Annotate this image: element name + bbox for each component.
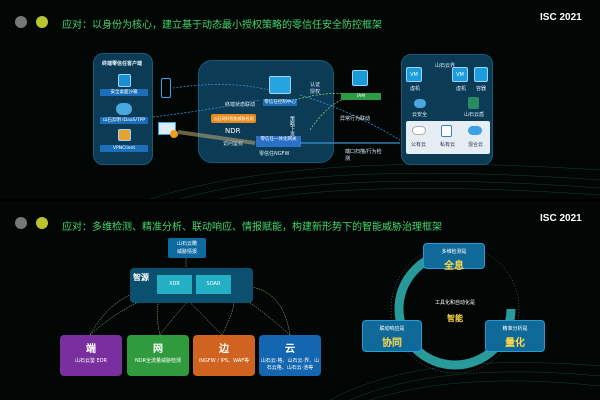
- container-label: 容器: [476, 86, 487, 92]
- hybrid-cloud-icon: [468, 126, 482, 135]
- vm1-label: 虚机: [410, 86, 421, 92]
- ngfw-label: 零信任NGFW: [259, 151, 290, 157]
- client-panel-title: 终端零信任客户端: [102, 61, 143, 67]
- intel-line: 山石云瞻: [176, 241, 197, 247]
- vm2-label: 虚机: [456, 86, 467, 92]
- client-item: 安全桌面沙箱: [100, 89, 148, 96]
- cloud-panel: 山石云界 VM VM 虚机 虚机 容器 云安全 山石云盾 公有云 私有云 混合云: [401, 54, 493, 165]
- vm-icon: VM: [406, 67, 422, 82]
- pillar-box: 云山石云·格、山石云·界、山石云格、山石云·池等: [259, 335, 321, 376]
- pillar-box: 边 iNGFW / IPS、WAF等: [193, 335, 255, 376]
- cycle-center: 工具化和自动化是智能: [425, 299, 485, 325]
- pillar-box: 端山石云鉴 EDR: [60, 335, 122, 376]
- hybrid-cloud-label: 混合云: [468, 142, 484, 148]
- cloud-shield-label: 山石云盾: [464, 112, 485, 118]
- cloud-user-icon: [116, 103, 132, 115]
- controller-monitor-icon: [269, 76, 291, 94]
- behavior-label: 异常行为联动: [340, 116, 371, 122]
- pillar-title: 端: [86, 344, 96, 355]
- cycle-main: 全息: [444, 261, 464, 272]
- iam-bar: IAM: [341, 93, 381, 100]
- ngfw-device: 零信任一体化网关: [256, 136, 301, 147]
- center-sub: 工具化和自动化是: [434, 300, 475, 306]
- partner-logo: [36, 217, 48, 229]
- pillar-desc: iNGFW / IPS、WAF等: [198, 358, 250, 364]
- cycle-quantify: 精准分析是量化: [485, 320, 545, 352]
- private-cloud-icon: [441, 125, 452, 137]
- cycle-sub: 多维检测是: [441, 249, 467, 255]
- sandbox-icon: [118, 74, 131, 87]
- cycle-main: 量化: [505, 338, 525, 349]
- status-sync-label: 终端状态联动: [225, 102, 256, 108]
- cycle-main: 协同: [382, 338, 402, 349]
- pillar-desc: 山石云鉴 EDR: [74, 358, 108, 364]
- iam-icon: [352, 70, 368, 86]
- partner-logo: [36, 16, 48, 28]
- phone-icon: [161, 78, 171, 98]
- access-auth-label: 访问鉴权: [223, 141, 244, 147]
- center-main: 智能: [447, 314, 463, 323]
- auth-text: 认证: [310, 82, 321, 88]
- cycle-sub: 联动响应是: [379, 326, 405, 332]
- slide-zero-trust: 应对：以身份为核心，建立基于动态最小授权策略的零信任安全防控框架 ISC 202…: [0, 0, 600, 199]
- slide-title: 应对：以身份为核心，建立基于动态最小授权策略的零信任安全防控框架: [62, 20, 382, 31]
- public-cloud-label: 公有云: [411, 142, 427, 148]
- pillar-title: 云: [285, 344, 295, 355]
- ndr-label: NDR: [225, 127, 241, 135]
- cycle-sub: 精准分析是: [502, 326, 528, 332]
- cycle-collaboration: 联动响应是协同: [362, 320, 422, 352]
- container-icon: [474, 67, 488, 82]
- cloud-types-box: 公有云 私有云 混合云: [406, 121, 490, 154]
- client-item: 山石云明 IDaaS/TPP: [100, 117, 148, 124]
- soar-box[interactable]: SOAR: [196, 275, 231, 294]
- isc-logo: [15, 217, 27, 229]
- pillar-title: 网: [153, 344, 163, 355]
- vm-icon: VM: [452, 67, 468, 82]
- slide-threat-governance: 应对：多维检测、精准分析、联动响应、情报赋能，构建新形势下的智能威胁治理框架 I…: [0, 201, 600, 400]
- auth-label: 认证授权: [310, 82, 320, 96]
- cloud-sec-label: 云安全: [412, 112, 428, 118]
- intel-line: 威胁情报: [176, 249, 197, 255]
- authz-text: 授权: [310, 89, 321, 95]
- vpn-icon: [118, 129, 131, 141]
- zhiyuan-box: 智源 XDR SOAR: [130, 268, 253, 303]
- client-panel: 终端零信任客户端 安全桌面沙箱 山石云明 IDaaS/TPP VPNClient: [93, 53, 153, 165]
- zhiyuan-label: 智源: [133, 273, 149, 282]
- client-item: VPNClient: [100, 145, 148, 152]
- center-panel: 零信任控制中心 终端状态联动 山石网科智能威胁检测 NDR 访问鉴权 策略下发 …: [198, 60, 334, 163]
- xdr-box[interactable]: XDR: [157, 275, 192, 294]
- isc-badge: ISC 2021: [540, 213, 582, 224]
- private-cloud-label: 私有云: [440, 142, 456, 148]
- wave-background: [149, 163, 600, 199]
- cloud-shield-icon: [468, 97, 479, 109]
- isc-logo: [15, 16, 27, 28]
- cloud-top-label: 山石云界: [435, 63, 456, 69]
- pillar-title: 边: [219, 344, 229, 355]
- pillar-box: 网 NDR全流量威胁检测: [127, 335, 189, 376]
- ndr-device: 山石网科智能威胁检测: [211, 114, 256, 123]
- pillar-desc: NDR全流量威胁检测: [134, 358, 182, 364]
- scan-label: 端口扫描/行为检测: [345, 149, 382, 162]
- user-icon: [170, 130, 178, 138]
- policy-label: 策略下发: [289, 116, 295, 136]
- public-cloud-icon: [412, 126, 426, 135]
- slide-title: 应对：多维检测、精准分析、联动响应、情报赋能，构建新形势下的智能威胁治理框架: [62, 222, 442, 233]
- threat-intel-box: 山石云瞻威胁情报: [168, 238, 206, 258]
- pillar-desc: 山石云·格、山石云·界、山石云格、山石云·池等: [260, 358, 320, 371]
- connection-lines: [152, 84, 401, 145]
- cloud-security-icon: [414, 99, 426, 108]
- isc-badge: ISC 2021: [540, 12, 582, 23]
- controller-label: 零信任控制中心: [263, 99, 297, 106]
- cycle-holistic: 多维检测是全息: [423, 243, 485, 272]
